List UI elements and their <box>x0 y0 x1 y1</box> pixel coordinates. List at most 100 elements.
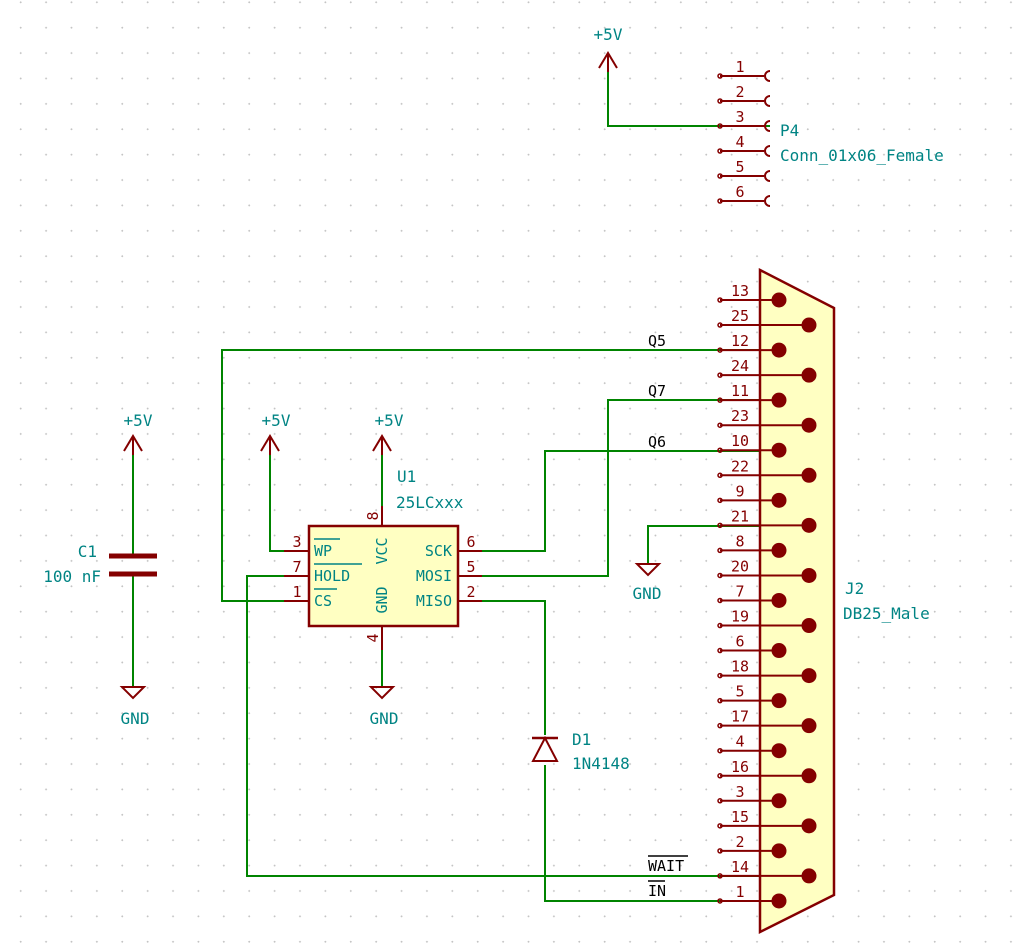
j2-shell <box>758 267 836 935</box>
wire-in <box>544 765 770 902</box>
j2-pin: 17 <box>717 708 817 734</box>
u1-pin-num: 2 <box>466 583 475 601</box>
p4-pin: 4 <box>717 133 771 157</box>
j2-contact <box>801 618 817 634</box>
j2-pin-number: 4 <box>735 733 744 751</box>
wire-miso-diode <box>482 600 546 735</box>
u1-pin-name-cs: CS <box>314 592 332 610</box>
wire-wait <box>246 575 770 877</box>
power-label: GND <box>633 584 662 603</box>
j2-pin-number: 7 <box>735 582 744 600</box>
u1-pin-name-wp: WP <box>314 542 332 560</box>
j2-contact <box>801 417 817 433</box>
j2-pin-number: 8 <box>735 532 744 550</box>
p4-pin: 6 <box>717 183 771 207</box>
d1-ref: D1 <box>572 730 591 749</box>
diode-d1[interactable]: D1 1N4148 <box>531 730 630 773</box>
wire-q7 <box>482 399 770 577</box>
p4-pin-number: 1 <box>735 58 744 76</box>
j2-contact <box>801 718 817 734</box>
j2-contact <box>801 317 817 333</box>
net-label-q6: Q6 <box>648 433 666 451</box>
net-labels: Q5 Q7 Q6 WAIT IN <box>648 332 688 900</box>
j2-pin: 10 <box>717 432 787 458</box>
j2-pin-number: 11 <box>731 382 749 400</box>
j2-pin-number: 6 <box>735 633 744 651</box>
j2-contact <box>771 843 787 859</box>
p4-pin-number: 2 <box>735 83 744 101</box>
p4-pin-number: 3 <box>735 108 744 126</box>
power-label: +5V <box>262 411 291 430</box>
j2-pin: 23 <box>717 407 817 433</box>
j2-pin: 16 <box>717 758 817 784</box>
p4-pin-number: 4 <box>735 133 744 151</box>
u1-pin-num: 5 <box>466 558 475 576</box>
net-label-wait: WAIT <box>648 857 684 875</box>
j2-pin: 3 <box>717 783 787 809</box>
j2-contact <box>771 592 787 608</box>
power-gnd-j2: GND <box>633 563 662 603</box>
j2-pin: 24 <box>717 357 817 383</box>
c1-value: 100 nF <box>43 567 101 586</box>
net-label-q7: Q7 <box>648 382 666 400</box>
j2-value: DB25_Male <box>843 604 930 623</box>
j2-pin: 4 <box>717 733 787 759</box>
u1-pin-num: 3 <box>292 533 301 551</box>
connector-p4[interactable]: P4 Conn_01x06_Female 1 2 3 4 5 6 <box>717 58 944 207</box>
c1-ref: C1 <box>78 542 97 561</box>
j2-pin: 22 <box>717 457 817 483</box>
j2-pin: 5 <box>717 683 787 709</box>
power-vcc-p4: +5V <box>594 25 623 72</box>
u1-pin-name-hold: HOLD <box>314 567 350 585</box>
j2-pin-number: 23 <box>731 407 749 425</box>
u1-pin-name-gnd: GND <box>373 586 391 613</box>
d1-value: 1N4148 <box>572 754 630 773</box>
j2-contact <box>801 818 817 834</box>
connector-j2[interactable]: J2 DB25_Male 132512241123102292182071961… <box>717 267 930 935</box>
power-vcc-c1: +5V <box>123 411 153 455</box>
p4-ref: P4 <box>780 121 799 140</box>
power-label: +5V <box>594 25 623 44</box>
j2-pin-number: 16 <box>731 758 749 776</box>
j2-contact <box>801 567 817 583</box>
u1-value: 25LCxxx <box>396 493 464 512</box>
eeprom-u1[interactable]: 3 7 1 6 5 2 8 4 WP HOLD CS SCK MOSI MISO… <box>284 467 482 650</box>
j2-pin: 19 <box>717 608 817 634</box>
j2-pin: 2 <box>717 833 787 859</box>
j2-contact <box>801 768 817 784</box>
power-label: GND <box>370 709 399 728</box>
j2-pin-number: 15 <box>731 808 749 826</box>
j2-contact <box>771 542 787 558</box>
j2-contact <box>771 292 787 308</box>
p4-pin: 3 <box>717 108 771 132</box>
u1-pin-num: 7 <box>292 558 301 576</box>
j2-contact <box>801 367 817 383</box>
j2-contact <box>771 492 787 508</box>
p4-pin-number: 5 <box>735 158 744 176</box>
u1-pin-name-sck: SCK <box>425 542 452 560</box>
power-label: +5V <box>124 411 153 430</box>
wire-wp-vcc <box>269 452 284 552</box>
j2-pin: 9 <box>717 482 787 508</box>
u1-pin-name-miso: MISO <box>416 592 452 610</box>
wire-j2-gnd <box>647 525 770 564</box>
j2-pin-number: 1 <box>735 883 744 901</box>
j2-pin: 13 <box>717 282 787 308</box>
j2-pin: 1 <box>717 883 787 909</box>
j2-pin: 8 <box>717 532 787 558</box>
power-gnd-u1: GND <box>368 686 399 728</box>
j2-pin-number: 14 <box>731 858 749 876</box>
capacitor-c1[interactable]: C1 100 nF <box>43 542 157 586</box>
j2-pin-number: 3 <box>735 783 744 801</box>
j2-pin: 12 <box>717 332 787 358</box>
j2-pin-number: 2 <box>735 833 744 851</box>
p4-pin: 2 <box>717 83 771 107</box>
j2-pin-number: 5 <box>735 683 744 701</box>
u1-pin-num: 8 <box>364 511 382 520</box>
p4-value: Conn_01x06_Female <box>780 146 944 165</box>
j2-contact <box>771 342 787 358</box>
power-label: GND <box>121 709 150 728</box>
net-label-q5: Q5 <box>648 332 666 350</box>
j2-contact <box>801 868 817 884</box>
